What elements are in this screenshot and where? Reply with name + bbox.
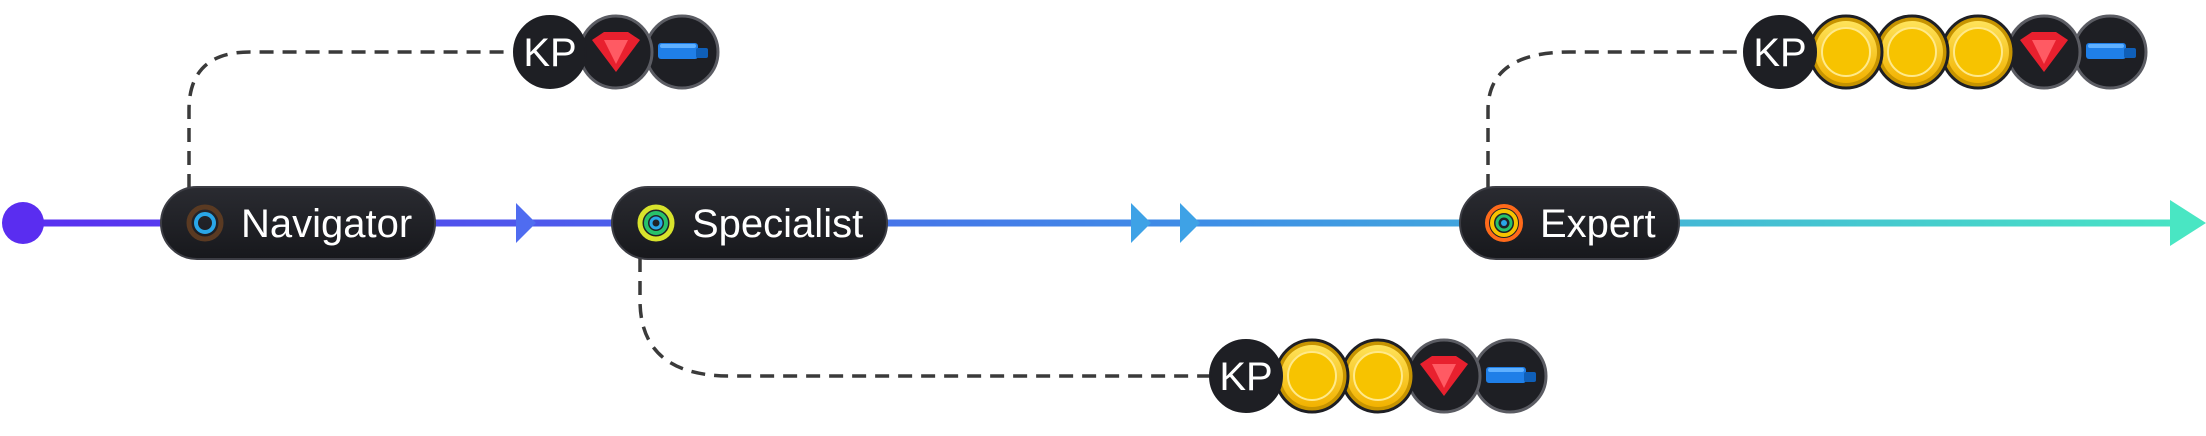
reward-cluster-expert: KP xyxy=(1743,14,2148,90)
connector-specialist xyxy=(638,258,1212,378)
red-gem-icon xyxy=(2006,14,2082,90)
kp-badge: KP xyxy=(1743,15,1817,89)
kp-label: KP xyxy=(1219,355,1272,399)
rank-pill-specialist[interactable]: Specialist xyxy=(611,186,888,260)
connector-expert xyxy=(1486,50,1740,188)
track-chevron-1 xyxy=(516,203,536,243)
rank-pill-background xyxy=(1459,186,1680,260)
target-ring-icon xyxy=(637,204,675,242)
kp-badge: KP xyxy=(513,15,587,89)
rank-label: Specialist xyxy=(692,202,863,246)
connectors xyxy=(187,50,1740,378)
track-start-dot xyxy=(2,202,44,244)
red-gem-icon xyxy=(1406,338,1482,414)
gold-coin-icon xyxy=(1340,338,1416,414)
rank-pill-background xyxy=(611,186,888,260)
reward-cluster-navigator: KP xyxy=(513,14,720,90)
gold-coin-icon xyxy=(1874,14,1950,90)
target-ring-icon xyxy=(1485,204,1523,242)
track-chevron-3 xyxy=(1180,203,1200,243)
rank-label: Expert xyxy=(1540,202,1656,246)
kp-label: KP xyxy=(523,31,576,75)
kp-label: KP xyxy=(1753,31,1806,75)
kp-badge: KP xyxy=(1209,339,1283,413)
blue-plate-icon xyxy=(2072,14,2148,90)
blue-plate-icon xyxy=(1472,338,1548,414)
connector-navigator xyxy=(187,50,510,188)
reward-cluster-specialist: KP xyxy=(1209,338,1548,414)
rank-pill-background xyxy=(160,186,436,260)
red-gem-icon xyxy=(578,14,654,90)
rank-label: Navigator xyxy=(241,202,412,246)
rank-pill-expert[interactable]: Expert xyxy=(1459,186,1680,260)
gold-coin-icon xyxy=(1940,14,2016,90)
track-chevron-2 xyxy=(1131,203,1151,243)
gold-coin-icon xyxy=(1274,338,1350,414)
track-end-arrow xyxy=(2170,200,2206,246)
target-ring-icon xyxy=(186,204,224,242)
blue-plate-icon xyxy=(644,14,720,90)
gold-coin-icon xyxy=(1808,14,1884,90)
rank-pill-navigator[interactable]: Navigator xyxy=(160,186,436,260)
